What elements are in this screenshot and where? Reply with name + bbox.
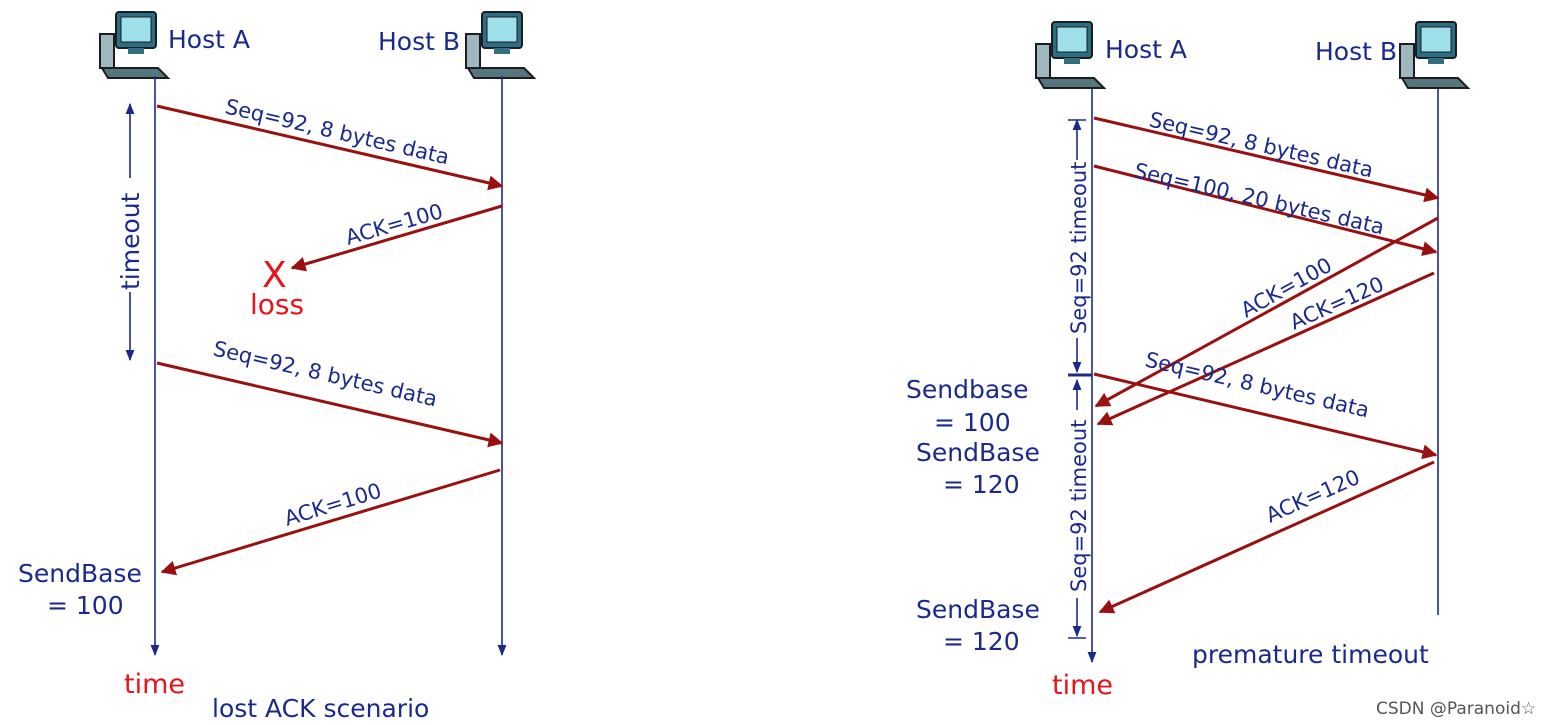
left-time-label: time bbox=[124, 669, 185, 700]
right-ack120-arrow bbox=[1096, 271, 1435, 426]
right-sendbase-c-label: SendBase bbox=[916, 595, 1040, 624]
host-a-computer-icon bbox=[99, 11, 169, 79]
left-seq92-retransmit-label: Seq=92, 8 bytes data bbox=[211, 336, 440, 411]
right-timeout1-label: Seq=92 timeout bbox=[1067, 162, 1091, 334]
right-sendbase-b-label: SendBase bbox=[916, 438, 1040, 467]
left-ack100-lost-label: ACK=100 bbox=[343, 199, 446, 250]
right-time-label: time bbox=[1052, 670, 1113, 701]
host-a-computer-icon bbox=[1035, 21, 1105, 89]
right-seq100-arrow bbox=[1093, 164, 1438, 256]
right-host-a-label: Host A bbox=[1105, 35, 1187, 64]
left-host-a-label: Host A bbox=[168, 25, 250, 54]
left-seq92-arrow bbox=[156, 104, 504, 191]
host-b-computer-icon bbox=[1399, 21, 1469, 89]
right-timeout2-label: Seq=92 timeout bbox=[1067, 420, 1091, 592]
right-caption: premature timeout bbox=[1192, 640, 1429, 669]
host-b-computer-icon bbox=[465, 11, 535, 79]
left-ack100-lost-arrow bbox=[290, 204, 503, 272]
right-sendbase-a-label: Sendbase bbox=[906, 375, 1029, 404]
right-sendbase-c-value: = 120 bbox=[943, 627, 1020, 656]
right-seq92-arrow bbox=[1093, 116, 1440, 203]
watermark: CSDN @Paranoid☆ bbox=[1376, 699, 1536, 719]
left-ack100-arrow bbox=[160, 468, 501, 576]
right-ack120b-arrow bbox=[1098, 460, 1435, 614]
left-sendbase-value: = 100 bbox=[47, 591, 124, 620]
left-diagram: Host A Host B timeout Seq=92, 8 bytes da… bbox=[18, 11, 535, 723]
loss-x-mark: X bbox=[262, 255, 287, 296]
right-diagram: Host A Host B Seq=92 timeout Seq=92 time… bbox=[906, 21, 1469, 701]
left-timeout-label: timeout bbox=[116, 192, 145, 290]
loss-label: loss bbox=[250, 288, 304, 321]
right-ack100-arrow bbox=[1094, 216, 1439, 408]
right-sendbase-b-value: = 120 bbox=[943, 470, 1020, 499]
right-sendbase-a-value: = 100 bbox=[934, 408, 1011, 437]
left-caption: lost ACK scenario bbox=[212, 694, 429, 723]
right-seq92-retransmit-arrow bbox=[1093, 372, 1438, 460]
left-sendbase-label: SendBase bbox=[18, 559, 142, 588]
left-seq92-label: Seq=92, 8 bytes data bbox=[223, 94, 452, 169]
left-host-b-label: Host B bbox=[378, 27, 460, 56]
left-seq92-retransmit-arrow bbox=[156, 361, 504, 448]
right-host-b-label: Host B bbox=[1315, 37, 1397, 66]
left-ack100-label: ACK=100 bbox=[281, 479, 384, 531]
right-ack120b-label: ACK=120 bbox=[1262, 465, 1363, 528]
